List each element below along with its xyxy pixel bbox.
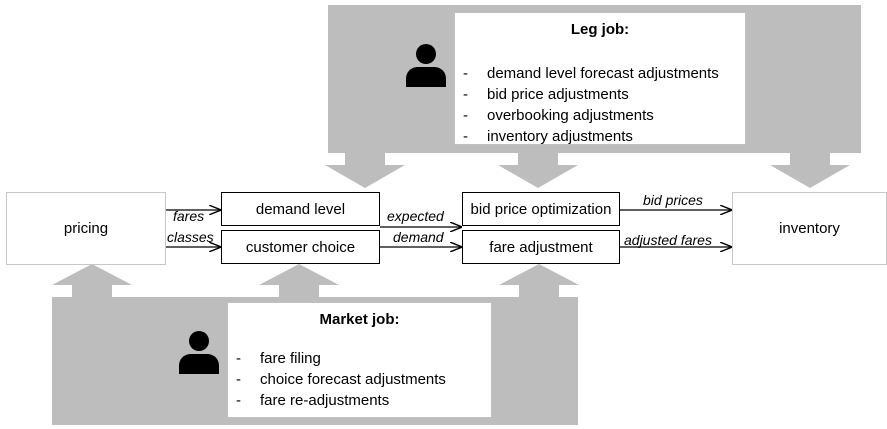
leg-job-panel: Leg job: -demand level forecast adjustme…	[454, 12, 746, 145]
connectors	[166, 210, 731, 247]
customer-choice-box: customer choice	[221, 230, 380, 264]
list-item: -demand level forecast adjustments	[463, 65, 719, 82]
edge-label-demand: demand	[393, 229, 444, 245]
edge-label-classes: classes	[167, 229, 214, 245]
market-job-person-icon	[177, 330, 221, 379]
leg-arrow-to-demand-level	[325, 153, 405, 188]
bid-price-optimization-box: bid price optimization	[462, 192, 620, 226]
inventory-label: inventory	[779, 220, 840, 237]
leg-arrow-to-bid-price	[498, 153, 578, 188]
market-arrow-to-customer-choice	[259, 264, 339, 297]
demand-level-label: demand level	[255, 200, 346, 218]
edge-label-bid-prices: bid prices	[643, 192, 703, 208]
market-job-list: -fare filing -choice forecast adjustment…	[236, 348, 446, 411]
fare-adjustment-label: fare adjustment	[489, 238, 593, 256]
pricing-box: pricing	[6, 192, 166, 265]
pricing-label: pricing	[63, 220, 109, 237]
list-item: -inventory adjustments	[463, 128, 633, 145]
edge-label-adjusted-fares: adjusted fares	[624, 232, 712, 248]
leg-arrow-to-inventory	[770, 153, 850, 188]
leg-job-title: Leg job:	[570, 21, 630, 38]
customer-choice-label: customer choice	[245, 238, 356, 256]
market-job-title: Market job:	[319, 311, 400, 328]
inventory-box: inventory	[732, 192, 887, 265]
edge-label-fares: fares	[173, 208, 205, 224]
market-arrow-to-fare-adjustment	[499, 264, 579, 297]
demand-level-box: demand level	[221, 192, 380, 226]
market-job-panel: Market job: -fare filing -choice forecas…	[227, 302, 492, 418]
list-item: -fare filing	[236, 350, 321, 367]
market-arrow-to-pricing	[52, 264, 132, 297]
bid-price-optimization-label: bid price optimization	[470, 200, 612, 218]
edge-label-expected: expected	[387, 208, 444, 224]
leg-job-person-icon	[404, 43, 448, 92]
fare-adjustment-box: fare adjustment	[462, 230, 620, 264]
list-item: -fare re-adjustments	[236, 392, 390, 409]
list-item: -bid price adjustments	[463, 86, 629, 103]
list-item: -overbooking adjustments	[463, 107, 654, 124]
list-item: -choice forecast adjustments	[236, 371, 446, 388]
leg-job-list: -demand level forecast adjustments -bid …	[463, 63, 719, 147]
